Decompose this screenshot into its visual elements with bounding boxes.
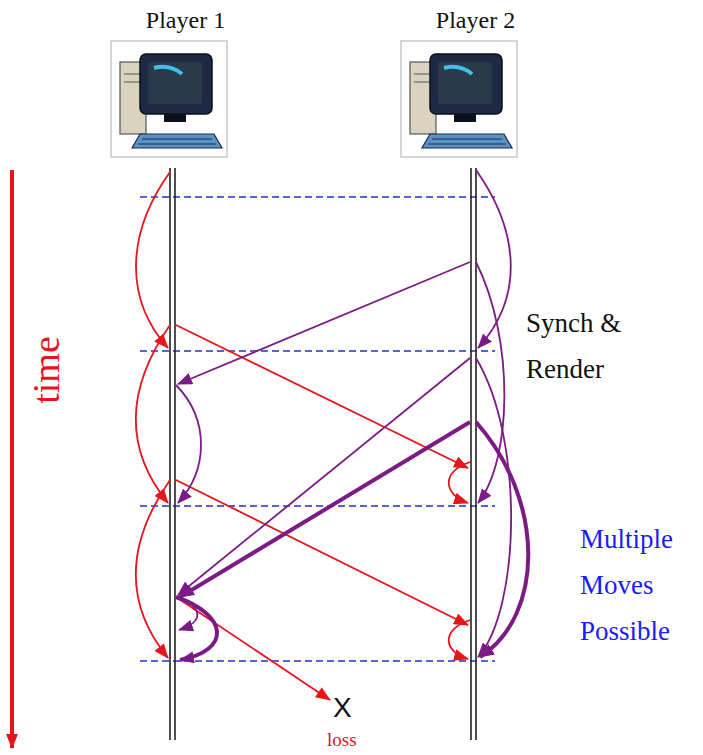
computer-icon <box>110 40 228 158</box>
player-name: Player 2 <box>428 6 523 34</box>
loss-mark: X <box>333 693 363 723</box>
purple-thick-message <box>180 422 470 597</box>
player-name: Player 1 <box>138 6 233 34</box>
purple-thick-move <box>476 422 528 657</box>
sync-lines <box>140 197 495 661</box>
phase-note: Multiple Moves Possible <box>580 516 698 654</box>
loss-label: loss <box>327 729 377 751</box>
axis-label: time <box>26 336 66 404</box>
purple-thick-move <box>176 597 217 660</box>
player-timelines <box>170 168 476 740</box>
player-computer: Player 1 <box>108 6 233 162</box>
phase-note: Synch & Render <box>526 300 646 392</box>
computer-icon <box>400 40 518 158</box>
purple-local-moves <box>176 170 511 657</box>
time-arrow <box>10 170 14 748</box>
purple-messages <box>178 262 470 595</box>
red-local-moves <box>136 172 470 659</box>
player-computer: Player 2 <box>398 6 523 162</box>
